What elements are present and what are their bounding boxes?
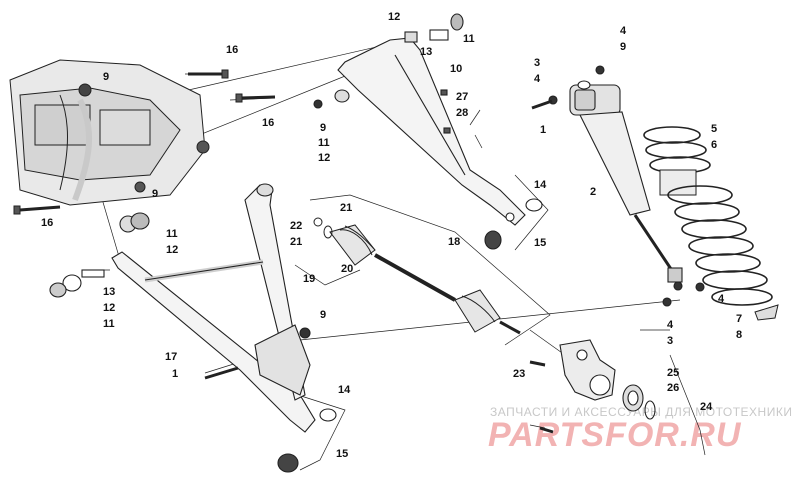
coil-spring (643, 126, 779, 321)
callout-label: 4 (718, 293, 725, 305)
callout-label: 14 (534, 179, 547, 191)
callout-label: 19 (303, 273, 315, 285)
callout-label: 24 (700, 401, 713, 413)
upper-a-arm (313, 13, 543, 250)
callout-label: 21 (290, 236, 302, 248)
watermark-logo: PARTSFOR.RU (488, 416, 742, 454)
callout-label: 4 (667, 319, 674, 331)
callout-label: 15 (534, 237, 546, 249)
callout-label: 5 (711, 123, 717, 135)
callout-label: 20 (341, 263, 353, 275)
callout-label: 11 (318, 137, 330, 149)
lower-a-arm (49, 183, 337, 473)
callout-labels: 12 11 13 4 9 3 4 16 9 10 27 28 9 11 12 1… (41, 11, 742, 460)
callout-label: 16 (226, 44, 238, 56)
callout-label: 12 (388, 11, 400, 23)
callout-label: 1 (172, 368, 178, 380)
callout-label: 10 (450, 63, 462, 75)
drive-axle (313, 217, 521, 335)
callout-label: 12 (166, 244, 178, 256)
callout-label: 27 (456, 91, 468, 103)
callout-label: 1 (540, 124, 546, 136)
callout-label: 15 (336, 448, 348, 460)
callout-label: 22 (290, 220, 302, 232)
spindle-hub (529, 339, 656, 434)
watermark: ЗАПЧАСТИ И АКСЕССУАРЫ ДЛЯ МОТОТЕХНИКИ PA… (488, 405, 792, 454)
callout-label: 28 (456, 107, 468, 119)
callout-label: 4 (534, 73, 541, 85)
callout-label: 9 (320, 309, 326, 321)
callout-label: 6 (711, 139, 717, 151)
callout-label: 21 (340, 202, 352, 214)
bolts (13, 69, 276, 215)
callout-label: 14 (338, 384, 351, 396)
callout-label: 3 (534, 57, 540, 69)
callout-label: 16 (41, 217, 53, 229)
callout-label: 12 (103, 302, 115, 314)
callout-label: 7 (736, 313, 742, 325)
callout-label: 9 (320, 122, 326, 134)
callout-label: 25 (667, 367, 679, 379)
callout-label: 13 (420, 46, 432, 58)
callout-label: 17 (165, 351, 177, 363)
callout-label: 9 (620, 41, 626, 53)
callout-label: 11 (103, 318, 115, 330)
callout-label: 3 (667, 335, 673, 347)
callout-label: 9 (103, 71, 109, 83)
watermark-subtitle: ЗАПЧАСТИ И АКСЕССУАРЫ ДЛЯ МОТОТЕХНИКИ (490, 405, 792, 419)
callout-label: 13 (103, 286, 115, 298)
callout-label: 12 (318, 152, 330, 164)
callout-label: 11 (463, 33, 475, 45)
callout-label: 18 (448, 236, 460, 248)
callout-label: 23 (513, 368, 525, 380)
callout-label: 26 (667, 382, 679, 394)
callout-label: 9 (152, 188, 158, 200)
shock-absorber (531, 65, 705, 307)
callout-label: 11 (166, 228, 178, 240)
callout-label: 2 (590, 186, 596, 198)
callout-label: 8 (736, 329, 742, 341)
callout-label: 16 (262, 117, 274, 129)
callout-label: 4 (620, 25, 627, 37)
frame-assembly (9, 59, 210, 206)
